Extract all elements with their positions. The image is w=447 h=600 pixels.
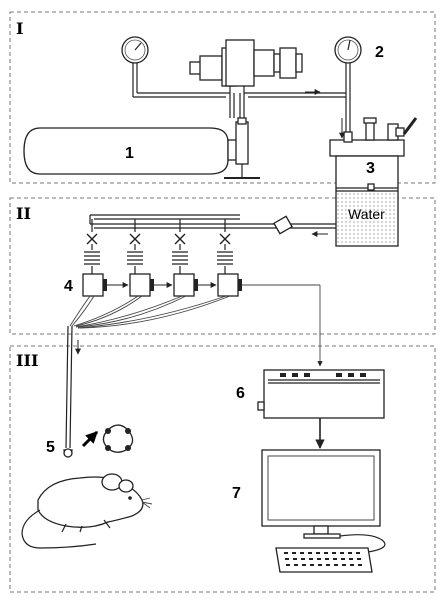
- tank-label: Water: [348, 206, 385, 222]
- upper-piping: [133, 92, 346, 118]
- section-i-box: [9, 11, 436, 184]
- channel-3: [172, 219, 198, 297]
- computer-monitor: [261, 449, 386, 553]
- pressure-gauge-left: [121, 36, 149, 97]
- rat: [21, 473, 153, 549]
- channel-4: [217, 219, 242, 297]
- section-label-ii: II: [16, 204, 31, 223]
- pointer-arrow: [81, 430, 99, 448]
- keyboard: [275, 547, 373, 573]
- tank-outlet-pipe: [90, 215, 336, 235]
- section-label-i: I: [16, 19, 23, 38]
- delivery-tube: [63, 325, 73, 458]
- label-1: 1: [125, 145, 134, 162]
- section-ii-box: [9, 197, 436, 335]
- water-tank: [329, 117, 418, 247]
- gas-cylinder: [23, 117, 260, 179]
- channel-2: [127, 219, 154, 297]
- pressure-gauge-right: [334, 36, 362, 140]
- signal-cable: [242, 284, 323, 367]
- converging-tubes: [69, 295, 231, 329]
- electrode-headpiece: [102, 424, 134, 453]
- channel-1: [82, 219, 107, 297]
- label-5: 5: [46, 439, 55, 456]
- manifold: [89, 214, 240, 224]
- label-6: 6: [236, 385, 245, 402]
- section-label-iii: III: [16, 351, 38, 370]
- label-3: 3: [366, 160, 375, 177]
- label-7: 7: [232, 485, 241, 502]
- label-2: 2: [375, 44, 384, 61]
- pressure-regulator: [189, 39, 303, 93]
- label-4: 4: [64, 278, 73, 295]
- data-acquisition-unit: [257, 369, 385, 419]
- section-iii-box: [9, 345, 436, 593]
